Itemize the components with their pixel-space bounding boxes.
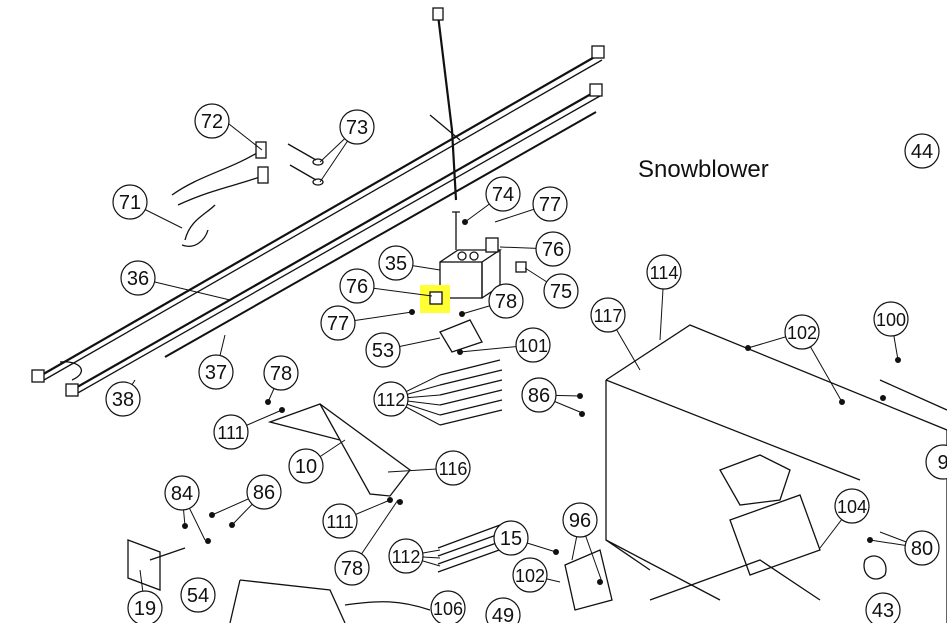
callout-label: 112 <box>392 547 421 567</box>
callout-label: 78 <box>495 291 517 313</box>
callout-label: 106 <box>433 599 463 619</box>
callout-label: 37 <box>205 362 227 384</box>
diagram-title: Snowblower <box>638 156 769 183</box>
callout-53: 53 <box>365 332 401 368</box>
callout-label: 19 <box>134 598 156 620</box>
callout-96: 96 <box>562 502 598 538</box>
callout-75: 75 <box>543 273 579 309</box>
callout-102: 102 <box>784 314 820 350</box>
callout-104: 104 <box>834 488 870 524</box>
callout-label: 96 <box>569 510 591 532</box>
callout-label: 116 <box>439 459 468 479</box>
callout-73: 73 <box>339 109 375 145</box>
callout-84: 84 <box>164 475 200 511</box>
callout-label: 102 <box>515 566 545 586</box>
callout-label: 72 <box>201 111 223 133</box>
callout-78: 78 <box>488 283 524 319</box>
callout-114: 114 <box>646 254 682 290</box>
callout-label: 77 <box>327 313 349 335</box>
callout-label: 15 <box>500 528 522 550</box>
callout-72: 72 <box>194 103 230 139</box>
callout-36: 36 <box>120 260 156 296</box>
callout-38: 38 <box>105 381 141 417</box>
harness-cable-38 <box>71 89 599 391</box>
callout-label: 104 <box>837 497 867 517</box>
callout-78: 78 <box>263 355 299 391</box>
callout-117: 117 <box>590 297 626 333</box>
callout-101: 101 <box>515 327 551 363</box>
callout-label: 117 <box>594 306 623 326</box>
harness-cable-36 <box>39 54 599 377</box>
harness-cable-38b <box>75 95 601 395</box>
harness-cable-36b <box>43 59 603 381</box>
callout-76: 76 <box>535 231 571 267</box>
callout-86: 86 <box>246 474 282 510</box>
callout-label: 35 <box>385 253 407 275</box>
callout-label: 54 <box>187 585 209 607</box>
callout-label: 44 <box>911 141 933 163</box>
callout-112: 112 <box>373 381 409 417</box>
callout-label: 36 <box>127 268 149 290</box>
callout-43: 43 <box>865 592 901 628</box>
callout-74: 74 <box>485 176 521 212</box>
callout-86: 86 <box>521 377 557 413</box>
callout-106: 106 <box>430 590 466 626</box>
callout-44: 44 <box>904 133 940 169</box>
callout-label: 9 <box>937 452 947 474</box>
callout-71: 71 <box>112 184 148 220</box>
callout-111: 111 <box>213 414 249 450</box>
callout-label: 80 <box>911 538 933 560</box>
callout-15: 15 <box>493 520 529 556</box>
callout-label: 76 <box>346 276 368 298</box>
callout-label: 111 <box>217 423 244 443</box>
callout-label: 114 <box>650 263 679 283</box>
callout-layer: 72 73 71 36 74 77 35 76 76 75 77 78 53 101 38 37 78 111 11… <box>105 103 947 628</box>
callout-label: 101 <box>518 336 548 356</box>
callout-80: 80 <box>904 530 940 566</box>
callout-78: 78 <box>334 550 370 586</box>
callout-77: 77 <box>320 305 356 341</box>
harness-71 <box>171 149 266 247</box>
callout-label: 75 <box>550 281 572 303</box>
callout-label: 10 <box>295 456 317 478</box>
callout-116: 116 <box>435 450 471 486</box>
callout-102: 102 <box>512 557 548 593</box>
callout-label: 84 <box>171 483 193 505</box>
callout-label: 43 <box>872 600 894 622</box>
callout-19: 19 <box>127 590 163 626</box>
callout-35: 35 <box>378 245 414 281</box>
callout-111: 111 <box>322 503 358 539</box>
callout-label: 77 <box>539 194 561 216</box>
harness-cable-37 <box>164 111 597 358</box>
callout-54: 54 <box>180 577 216 613</box>
callout-49: 49 <box>485 597 521 628</box>
callout-112: 112 <box>388 538 424 574</box>
callout-10: 10 <box>288 448 324 484</box>
callout-label: 111 <box>326 512 353 532</box>
harness-vertical <box>436 14 458 201</box>
callout-label: 102 <box>787 323 817 343</box>
callout-label: 73 <box>346 117 368 139</box>
callout-100: 100 <box>873 301 909 337</box>
callout-label: 71 <box>119 192 141 214</box>
callout-9: 9 <box>925 444 947 480</box>
callout-label: 76 <box>542 239 564 261</box>
callout-label: 38 <box>112 389 134 411</box>
callout-77: 77 <box>532 186 568 222</box>
callout-label: 86 <box>253 482 275 504</box>
callout-label: 74 <box>492 184 514 206</box>
callout-label: 78 <box>270 363 292 385</box>
callout-37: 37 <box>198 354 234 390</box>
callout-76: 76 <box>339 268 375 304</box>
callout-label: 100 <box>876 310 906 330</box>
callout-label: 112 <box>377 390 406 410</box>
chute-10 <box>267 403 411 497</box>
callout-label: 53 <box>372 340 394 362</box>
callout-label: 49 <box>492 605 514 623</box>
callout-label: 86 <box>528 385 550 407</box>
callout-label: 78 <box>341 558 363 580</box>
